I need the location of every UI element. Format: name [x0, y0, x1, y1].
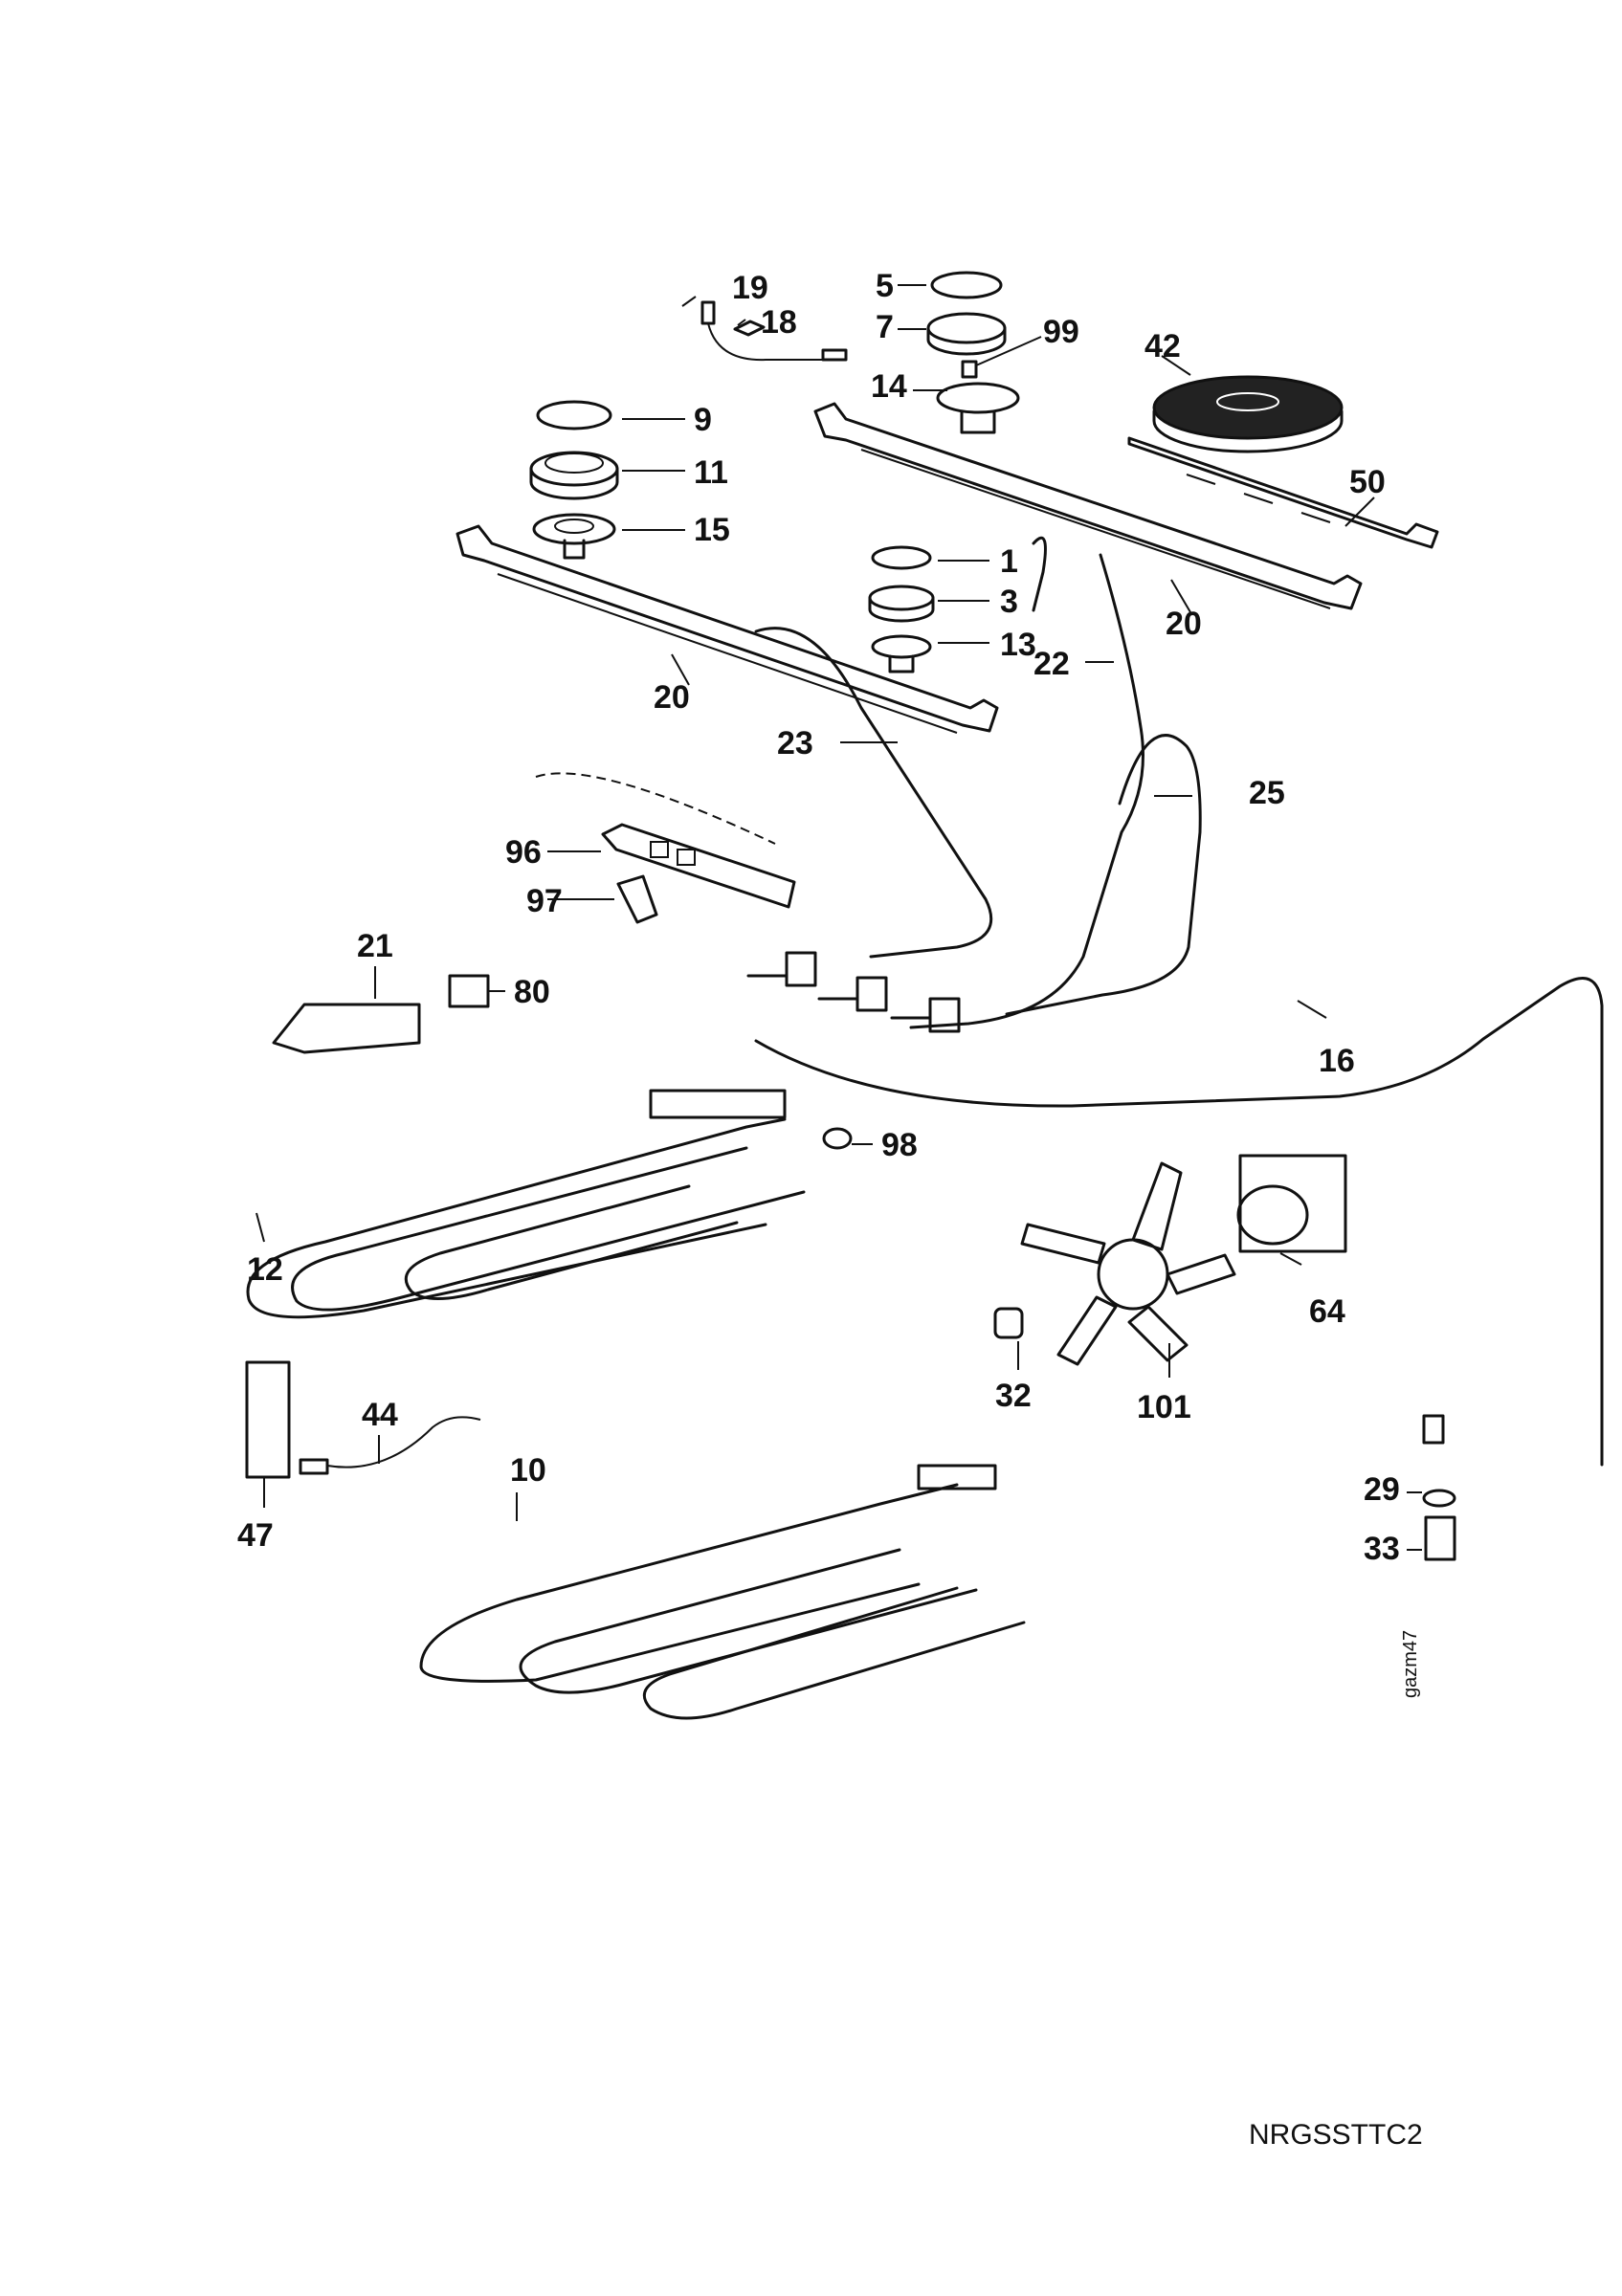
label-7: 7	[876, 309, 894, 345]
switch-bracket-96	[535, 772, 796, 909]
clamp-97	[616, 874, 658, 924]
label-98: 98	[881, 1127, 918, 1163]
label-25: 25	[1249, 775, 1285, 811]
label-18: 18	[761, 304, 797, 341]
drawing-reference: gazm47	[1400, 1630, 1421, 1698]
label-5: 5	[876, 268, 894, 304]
oven-element-10	[419, 1464, 1026, 1720]
label-11: 11	[694, 454, 728, 491]
burner-cap-5	[930, 271, 1003, 299]
burner-rail-20-left	[455, 524, 999, 734]
label-80: 80	[514, 974, 550, 1010]
burner-crown-3	[868, 585, 935, 623]
gas-tap-2	[817, 976, 888, 1012]
label-15: 15	[694, 512, 730, 548]
fan-motor-64	[1236, 1154, 1347, 1253]
label-29: 29	[1364, 1471, 1400, 1508]
label-20-right: 20	[1166, 606, 1202, 642]
lead-44	[299, 1416, 481, 1475]
support-bracket-50	[1127, 436, 1439, 549]
burner-crown-7	[926, 312, 1007, 356]
label-50: 50	[1349, 464, 1386, 500]
label-22: 22	[1033, 646, 1070, 682]
label-47: 47	[237, 1517, 274, 1554]
label-13: 13	[1000, 627, 1036, 663]
model-code: NRGSSTTC2	[1249, 2119, 1423, 2151]
gas-tap-3	[890, 997, 961, 1033]
label-33: 33	[1364, 1531, 1400, 1567]
gas-pipe-22	[909, 553, 1144, 1029]
label-96: 96	[505, 834, 542, 871]
label-99: 99	[1043, 314, 1079, 350]
fan-blade-101	[1020, 1161, 1236, 1366]
label-12: 12	[247, 1251, 283, 1288]
burner-crown-11	[529, 451, 619, 500]
label-21: 21	[357, 928, 393, 964]
label-10: 10	[510, 1452, 546, 1489]
burner-base-13	[871, 634, 932, 673]
burner-rail-20-right	[813, 402, 1363, 610]
thermocouple-19	[700, 300, 848, 362]
label-97: 97	[526, 883, 563, 919]
burner-cap-1	[871, 545, 932, 570]
label-16: 16	[1319, 1043, 1355, 1079]
union-33	[1424, 1515, 1456, 1561]
terminal-block-47	[245, 1360, 291, 1479]
burner-cap-9	[536, 400, 612, 430]
gas-tap-1	[746, 951, 817, 987]
gas-pipe-25	[1005, 734, 1202, 1016]
nut-32	[993, 1307, 1024, 1339]
label-44: 44	[362, 1397, 398, 1433]
burner-base-15	[532, 513, 616, 560]
switch-80	[448, 974, 490, 1008]
gas-pipe-23	[754, 627, 993, 959]
gas-main-16	[754, 977, 1604, 1467]
burner-base-14	[936, 382, 1020, 434]
leader-lines	[256, 284, 1422, 1551]
injector-99	[961, 360, 978, 379]
label-14: 14	[871, 368, 907, 405]
clip-18	[733, 320, 766, 337]
bracket-21	[272, 1003, 421, 1054]
hotplate-42	[1152, 375, 1344, 453]
label-32: 32	[995, 1378, 1032, 1414]
nut-98	[822, 1127, 853, 1150]
label-1: 1	[1000, 543, 1018, 580]
label-64: 64	[1309, 1293, 1345, 1330]
label-101: 101	[1137, 1389, 1191, 1425]
grill-element-12	[246, 1089, 806, 1319]
label-20-left: 20	[654, 679, 690, 716]
label-42: 42	[1144, 328, 1181, 364]
washer-29	[1422, 1489, 1456, 1508]
label-9: 9	[694, 402, 712, 438]
label-3: 3	[1000, 584, 1018, 620]
label-23: 23	[777, 725, 813, 762]
gas-pipe-short	[1032, 536, 1047, 612]
label-19: 19	[732, 270, 768, 306]
